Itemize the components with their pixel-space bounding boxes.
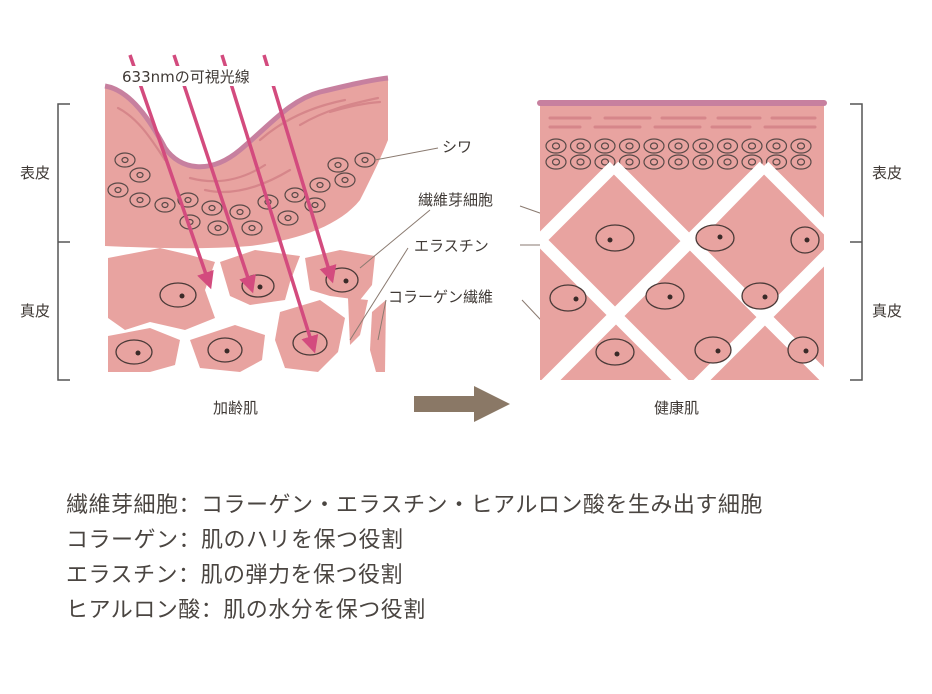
epidermis-cell (618, 138, 641, 154)
epidermis-cell-nucleus (723, 158, 732, 166)
wrinkle-label: シワ (442, 138, 472, 156)
epidermis-cell-nucleus (625, 158, 634, 166)
epidermis-cell-nucleus (796, 142, 806, 150)
aged-epidermis-cells (107, 152, 376, 236)
epidermis-cell-nucleus (551, 142, 561, 150)
fibroblast-label: 繊維芽細胞 (418, 191, 493, 209)
legend: 繊維芽細胞：コラーゲン・エラスチン・ヒアルロン酸を生み出す細胞 コラーゲン：肌の… (66, 488, 916, 628)
healthy-skin-caption: 健康肌 (654, 399, 699, 417)
epidermis-cell-nucleus (674, 142, 683, 150)
epidermis-cell (545, 154, 567, 170)
epidermis-cell (667, 154, 690, 170)
epidermis-cell-nucleus (649, 142, 659, 150)
epidermis-cell-nucleus (747, 158, 757, 166)
epidermis-cell (643, 138, 665, 154)
epidermis-cell (618, 154, 641, 170)
legend-fibroblast: 繊維芽細胞：コラーゲン・エラスチン・ヒアルロン酸を生み出す細胞 (66, 493, 763, 518)
legend-elastin: エラスチン：肌の弾力を保つ役割 (66, 563, 404, 588)
epidermis-cell-nucleus (576, 142, 585, 150)
left-dermis-label: 真皮 (20, 302, 50, 320)
legend-collagen: コラーゲン：肌のハリを保つ役割 (66, 528, 404, 553)
epidermis-cell (716, 138, 739, 154)
visible-light-label: 633nmの可視光線 (122, 68, 250, 86)
healthy-epidermis-cells (545, 138, 812, 170)
epidermis-cell-nucleus (674, 158, 683, 166)
epidermis-cell-nucleus (723, 142, 732, 150)
collagen-label: コラーゲン繊維 (388, 288, 493, 306)
healthy-skin-illustration: 表皮 真皮 健康肌 (537, 100, 902, 417)
epidermis-cell (741, 138, 763, 154)
epidermis-cell (692, 138, 714, 154)
epidermis-cell (765, 138, 788, 154)
visible-light-arrows (128, 54, 337, 354)
epidermis-cell-nucleus (698, 142, 708, 150)
epidermis-cell (569, 154, 592, 170)
skin-comparison-diagram: 633nmの可視光線 表皮 真皮 加齢肌 シワ 繊維芽細胞 エラスチン コラーゲ… (20, 54, 902, 422)
epidermis-cell-nucleus (649, 158, 659, 166)
healthy-skin-top-line (537, 100, 827, 106)
elastin-label: エラスチン (414, 237, 489, 255)
healthy-epidermis-stripes (548, 116, 817, 129)
right-epidermis-label: 表皮 (872, 164, 902, 182)
epidermis-cell (692, 154, 714, 170)
epidermis-cell-nucleus (576, 158, 585, 166)
epidermis-cell (643, 154, 665, 170)
epidermis-cell (545, 138, 567, 154)
aged-skin-illustration: 633nmの可視光線 表皮 真皮 加齢肌 (20, 54, 389, 417)
epidermis-cell-nucleus (625, 142, 634, 150)
epidermis-cell (790, 138, 812, 154)
epidermis-cell-nucleus (698, 158, 708, 166)
epidermis-cell-nucleus (796, 158, 806, 166)
aged-skin-caption: 加齢肌 (213, 399, 258, 417)
epidermis-cell-nucleus (772, 142, 781, 150)
left-layer-bracket (57, 103, 70, 381)
elastin-lattice (540, 161, 824, 380)
transition-arrow (414, 386, 510, 422)
epidermis-cell (569, 138, 592, 154)
right-dermis-label: 真皮 (872, 302, 902, 320)
left-epidermis-label: 表皮 (20, 164, 50, 182)
epidermis-cell (716, 154, 739, 170)
epidermis-cell-nucleus (747, 142, 757, 150)
epidermis-cell-nucleus (600, 142, 610, 150)
legend-hyaluronic-acid: ヒアルロン酸：肌の水分を保つ役割 (66, 598, 426, 623)
right-layer-bracket (850, 103, 863, 381)
epidermis-cell (790, 154, 812, 170)
aged-skin-top-line (104, 75, 389, 170)
epidermis-cell-nucleus (551, 158, 561, 166)
epidermis-cell (667, 138, 690, 154)
epidermis-cell (594, 138, 616, 154)
healthy-fibroblast-cells (549, 224, 820, 366)
epidermis-cell-nucleus (600, 158, 610, 166)
epidermis-cell-nucleus (772, 158, 781, 166)
